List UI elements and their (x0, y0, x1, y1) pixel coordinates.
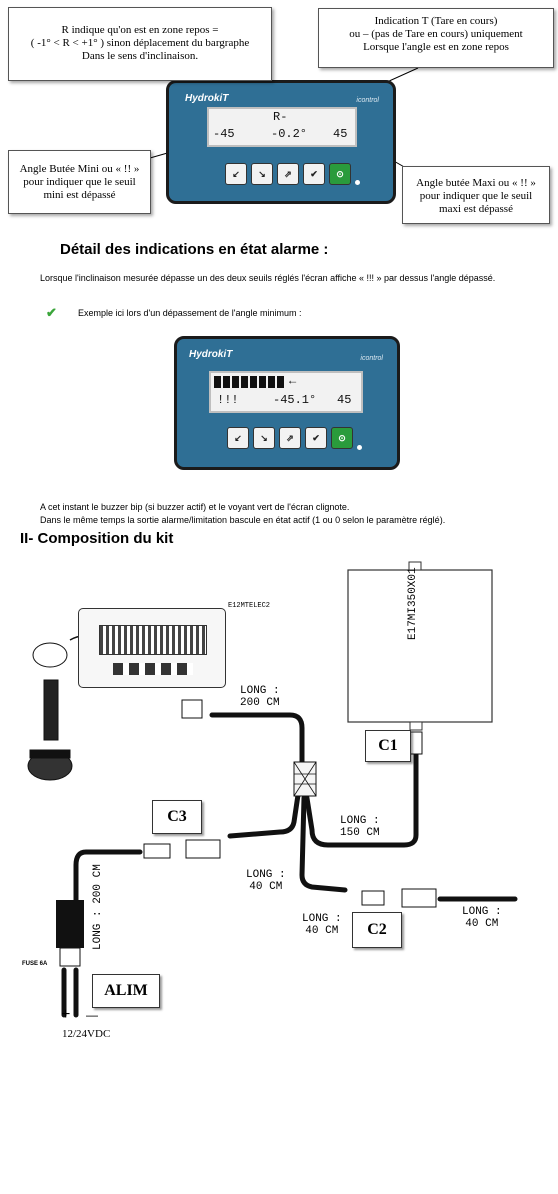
length-150: LONG : 150 CM (340, 815, 380, 839)
callout-tare: Indication T (Tare en cours) ou – (pas d… (318, 8, 554, 68)
length-label: LONG : (340, 815, 380, 827)
polarity-plus: + (61, 1006, 71, 1023)
callout-rest-line1: R indique qu'on est en zone repos = (61, 24, 219, 36)
sensor-connector (408, 561, 422, 571)
bargraph (214, 376, 286, 388)
device-brand: icontrol (360, 355, 383, 362)
callout-rest-line3: Dans le sens d'inclinaison. (81, 50, 199, 62)
top-lcd: R- -45 -0.2° 45 (207, 107, 357, 147)
alarm-lcd: ← !!! -45.1° 45 (209, 371, 363, 413)
callout-tare-line3: Lorsque l'angle est en zone repos (363, 41, 509, 53)
callout-min-stop: Angle Butée Mini ou « !! » pour indiquer… (8, 150, 151, 214)
callout-rest-zone: R indique qu'on est en zone repos = ( -1… (8, 7, 272, 81)
power-supply-label: 12/24VDC (62, 1028, 111, 1040)
key-power[interactable]: ⊙ (331, 427, 353, 449)
callout-max-line1: Angle butée Maxi ou « !! » (416, 177, 536, 189)
connector-c3: C3 (152, 800, 202, 834)
callout-max-stop: Angle butée Maxi ou « !! » pour indiquer… (402, 166, 550, 224)
polarity-minus: — (86, 1008, 98, 1022)
lcd-current-angle: -45.1° (273, 393, 317, 407)
callout-tare-line1: Indication T (Tare en cours) (374, 15, 498, 27)
lcd-rest-indicator: R- (273, 110, 288, 124)
callout-min-line3: mini est dépassé (43, 189, 116, 201)
device-logo: HydrokiT (189, 349, 233, 360)
status-led (355, 180, 360, 185)
kit-device-lcd (99, 625, 207, 655)
length-200-top: LONG : 200 CM (240, 685, 280, 709)
key-power[interactable]: ⊙ (329, 163, 351, 185)
lcd-current-angle: -0.2° (271, 127, 308, 141)
length-value: 150 CM (340, 827, 380, 839)
device-brand: icontrol (356, 97, 379, 104)
connector-c1: C1 (365, 730, 411, 762)
bargraph-arrow: ← (289, 374, 297, 388)
top-device: HydrokiT icontrol R- -45 -0.2° 45 ↙ ↘ ⇗ … (166, 80, 396, 204)
alarm-intro: Lorsque l'inclinaison mesurée dépasse un… (40, 273, 496, 283)
device-reference: E12MTELEC2 (228, 602, 271, 610)
length-40-c2: LONG : 40 CM (302, 913, 342, 937)
sensor-reference: E17MI350X01 (407, 567, 419, 640)
sensor-box (347, 569, 493, 723)
device-logo: HydrokiT (185, 93, 229, 104)
callout-min-line2: pour indiquer que le seuil (23, 176, 136, 188)
length-label: LONG : (246, 869, 286, 881)
lcd-max-angle: 45 (333, 127, 348, 141)
lcd-max-angle: 45 (337, 393, 352, 407)
kit-cables (61, 712, 518, 1018)
kit-heading: II- Composition du kit (20, 530, 174, 547)
key-down-left[interactable]: ↙ (225, 163, 247, 185)
mount-assembly (27, 642, 73, 781)
connector-c2: C2 (352, 912, 402, 948)
fuse-label: FUSE 6A (22, 961, 48, 967)
key-down-left[interactable]: ↙ (227, 427, 249, 449)
status-led (357, 445, 362, 450)
callout-max-line3: maxi est dépassé (439, 203, 513, 215)
lcd-min-angle: -45 (213, 127, 235, 141)
callout-rest-line2: ( -1° < R < +1° ) sinon déplacement du b… (30, 37, 250, 49)
kit-device-keys (113, 663, 193, 675)
kit-device (78, 608, 226, 688)
check-icon: ✔ (46, 305, 57, 320)
length-value: 200 CM (240, 697, 280, 709)
key-validate[interactable]: ✔ (303, 163, 325, 185)
alarm-example: Exemple ici lors d'un dépassement de l'a… (78, 308, 302, 318)
length-value: 40 CM (249, 881, 283, 893)
length-value: 40 CM (305, 925, 339, 937)
length-label: LONG : (462, 906, 502, 918)
callout-tare-line2: ou – (pas de Tare en cours) uniquement (349, 28, 523, 40)
length-200-left: LONG : 200 CM (92, 864, 104, 950)
alarm-note-buzzer: A cet instant le buzzer bip (si buzzer a… (40, 502, 350, 512)
lcd-warning: !!! (217, 393, 239, 407)
length-40-right: LONG : 40 CM (462, 906, 502, 930)
length-40-mid: LONG : 40 CM (246, 869, 286, 893)
key-up[interactable]: ⇗ (277, 163, 299, 185)
key-up[interactable]: ⇗ (279, 427, 301, 449)
key-down-right[interactable]: ↘ (251, 163, 273, 185)
alarm-note-output: Dans le même temps la sortie alarme/limi… (40, 515, 446, 525)
alarm-heading: Détail des indications en état alarme : (60, 241, 329, 258)
alarm-device: HydrokiT icontrol ← !!! -45.1° 45 ↙ ↘ ⇗ … (174, 336, 400, 470)
kit-wiring-diagram (27, 561, 518, 1018)
callout-max-line2: pour indiquer que le seuil (419, 190, 533, 202)
connector-alim: ALIM (92, 974, 160, 1008)
key-down-right[interactable]: ↘ (253, 427, 275, 449)
length-label: LONG : (240, 685, 280, 697)
callout-min-line1: Angle Butée Mini ou « !! » (19, 163, 140, 175)
length-label: LONG : (302, 913, 342, 925)
length-value: 40 CM (465, 918, 499, 930)
key-validate[interactable]: ✔ (305, 427, 327, 449)
